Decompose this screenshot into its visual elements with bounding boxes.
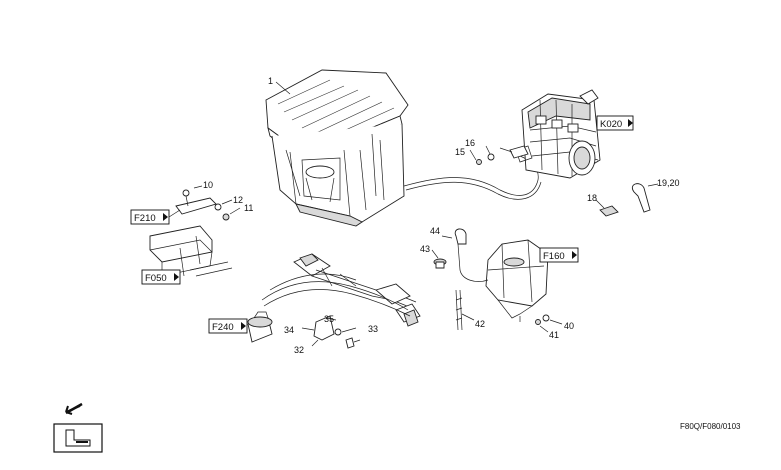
callout-40: 40 (564, 321, 574, 331)
callout-15: 15 (455, 147, 465, 157)
ref-f050[interactable]: F050 (141, 269, 181, 285)
washer-parts-40-41[interactable] (535, 314, 563, 333)
callout-10: 10 (203, 180, 213, 190)
arrow-right-icon (174, 273, 179, 281)
clip-parts-32-35[interactable] (301, 315, 361, 349)
cable (403, 155, 539, 196)
arrow-right-icon (572, 251, 577, 259)
hydraulic-line-assembly[interactable] (261, 253, 421, 327)
svg-text:F160: F160 (543, 251, 565, 262)
hose-part-42-44[interactable] (431, 228, 489, 331)
callout-43: 43 (420, 244, 430, 254)
callout-44: 44 (430, 226, 440, 236)
callout-32: 32 (294, 345, 304, 355)
arrow-right-icon (163, 213, 168, 221)
callout-42: 42 (475, 319, 485, 329)
callout-33: 33 (368, 324, 378, 334)
svg-text:F210: F210 (134, 213, 156, 224)
cab-frame-part-1[interactable]: 1 (265, 69, 409, 227)
callout-41: 41 (549, 330, 559, 340)
svg-text:F240: F240 (212, 322, 234, 333)
hose-clamp-part-19-20[interactable] (632, 183, 659, 213)
callout-1: 1 (268, 76, 273, 86)
ref-f240[interactable]: F240 (208, 318, 248, 334)
cable-bracket[interactable] (469, 145, 529, 165)
switch-component-f240[interactable] (247, 311, 273, 343)
cable-2 (405, 181, 542, 200)
clip-part-18[interactable] (595, 199, 619, 217)
seat-symbol-icon (53, 423, 103, 453)
callout-18: 18 (587, 193, 597, 203)
mounting-bracket-group[interactable] (149, 185, 241, 277)
arrow-right-icon (241, 322, 246, 330)
callout-35: 35 (324, 314, 334, 324)
callout-16: 16 (465, 138, 475, 148)
arrow-right-icon (628, 119, 633, 127)
callout-12: 12 (233, 195, 243, 205)
callout-11: 11 (244, 203, 253, 213)
arrow-icon (65, 402, 83, 415)
svg-text:F050: F050 (145, 273, 167, 284)
engine-assembly[interactable] (515, 89, 601, 179)
ref-f160[interactable]: F160 (539, 247, 579, 263)
ref-k020[interactable]: K020 (596, 115, 634, 131)
callout-34: 34 (284, 325, 294, 335)
drawing-code: F80Q/F080/0103 (680, 422, 741, 431)
reservoir-assembly[interactable] (485, 239, 549, 322)
ref-f210[interactable]: F210 (130, 209, 170, 225)
svg-text:K020: K020 (600, 119, 622, 130)
callout-19-20: 19,20 (657, 178, 680, 188)
